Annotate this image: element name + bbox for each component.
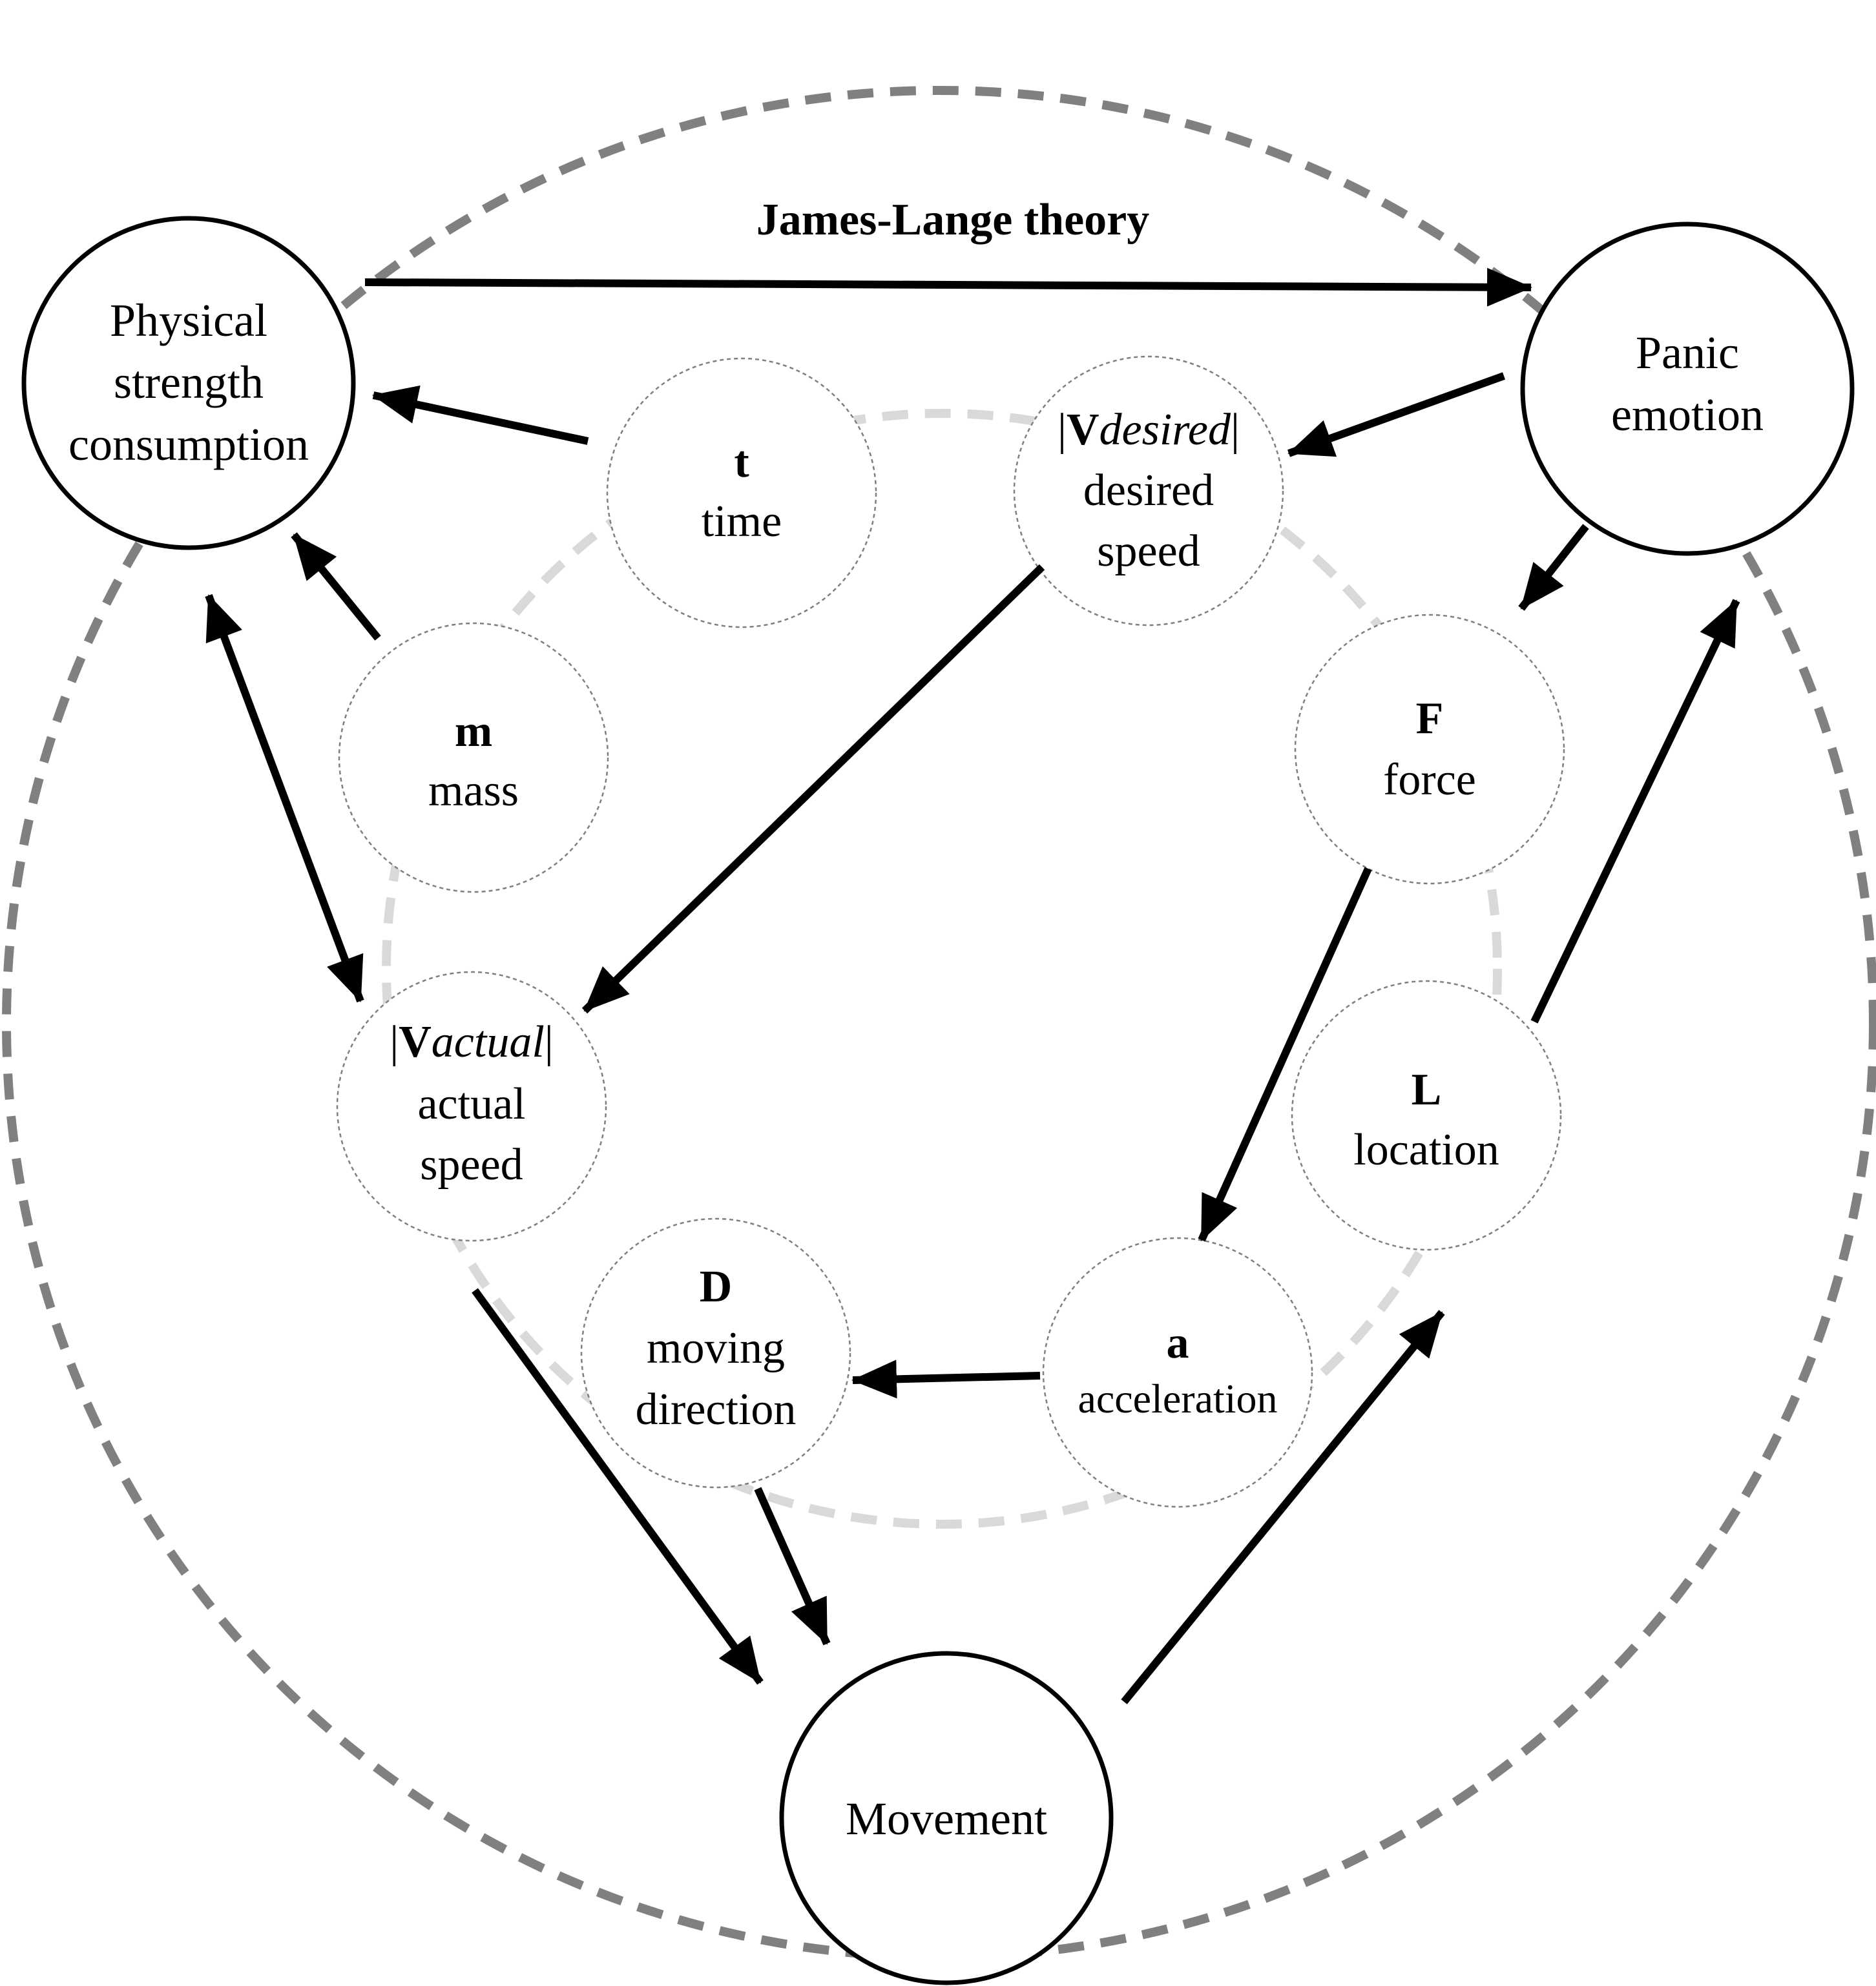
desired-speed-name-line-2: speed [1097,526,1200,576]
movement-label: Movement [846,1793,1047,1845]
arrow-mass-to-physical [291,532,381,641]
moving-direction-symbol: D [700,1262,733,1312]
moving-direction-name-line-2: direction [636,1385,797,1434]
arrow-panic-to-force [1518,524,1589,611]
actual-speed-name-line-2: speed [420,1140,523,1190]
arrow-movement-to-location [1121,1310,1445,1704]
location-symbol: L [1412,1065,1442,1115]
variable-node-time: t time [606,357,877,628]
panic-label-line-2: emotion [1611,389,1764,440]
arrow-physical-actual-speed [205,594,364,1003]
time-symbol: t [734,437,749,487]
variable-node-mass: m mass [338,622,609,893]
arrow-actual-speed-to-movement [472,1288,764,1685]
actual-speed-name-line-1: actual [417,1079,525,1129]
arrow-location-to-panic [1530,599,1740,1024]
variable-node-desired-speed: |Vdesired| desired speed [1013,355,1284,626]
actual-speed-symbol: |Vactual| [390,1017,554,1067]
physical-label-line-3: consumption [68,419,309,470]
variable-node-moving-direction: D moving direction [580,1217,851,1489]
main-node-panic-emotion: Panic emotion [1520,222,1855,556]
variable-node-location: L location [1291,980,1562,1251]
moving-direction-name-line-1: moving [647,1323,785,1373]
inner-dashed-ring [382,409,1502,1529]
arrow-force-to-acceleration [1198,867,1372,1242]
desired-speed-name-line-1: desired [1083,466,1214,515]
arrow-physical-to-panic [364,267,1532,307]
arrow-time-to-physical [372,385,589,445]
arrow-direction-to-movement [754,1487,831,1646]
arrow-acceleration-to-direction [851,1360,1041,1399]
mass-symbol: m [455,707,492,756]
mass-name: mass [428,766,519,816]
arrow-panic-to-desired-speed [1287,372,1506,457]
acceleration-symbol: a [1167,1318,1189,1368]
acceleration-name: acceleration [1078,1376,1277,1422]
force-name: force [1383,755,1476,805]
main-node-movement: Movement [779,1651,1114,1985]
desired-speed-symbol: |Vdesired| [1058,405,1240,455]
variable-node-actual-speed: |Vactual| actual speed [336,971,607,1242]
physical-label-line-1: Physical [110,295,267,346]
panic-label-line-1: Panic [1636,327,1739,378]
arrow-desired-to-actual-speed [581,564,1045,1014]
variable-node-acceleration: a acceleration [1042,1237,1313,1508]
james-lange-title: James-Lange theory [756,195,1150,245]
force-symbol: F [1416,694,1444,743]
time-name: time [702,497,782,546]
variable-node-force: F force [1294,614,1565,885]
main-node-physical-strength: Physical strength consumption [21,216,356,550]
physical-label-line-2: strength [114,357,264,408]
location-name: location [1353,1125,1499,1175]
